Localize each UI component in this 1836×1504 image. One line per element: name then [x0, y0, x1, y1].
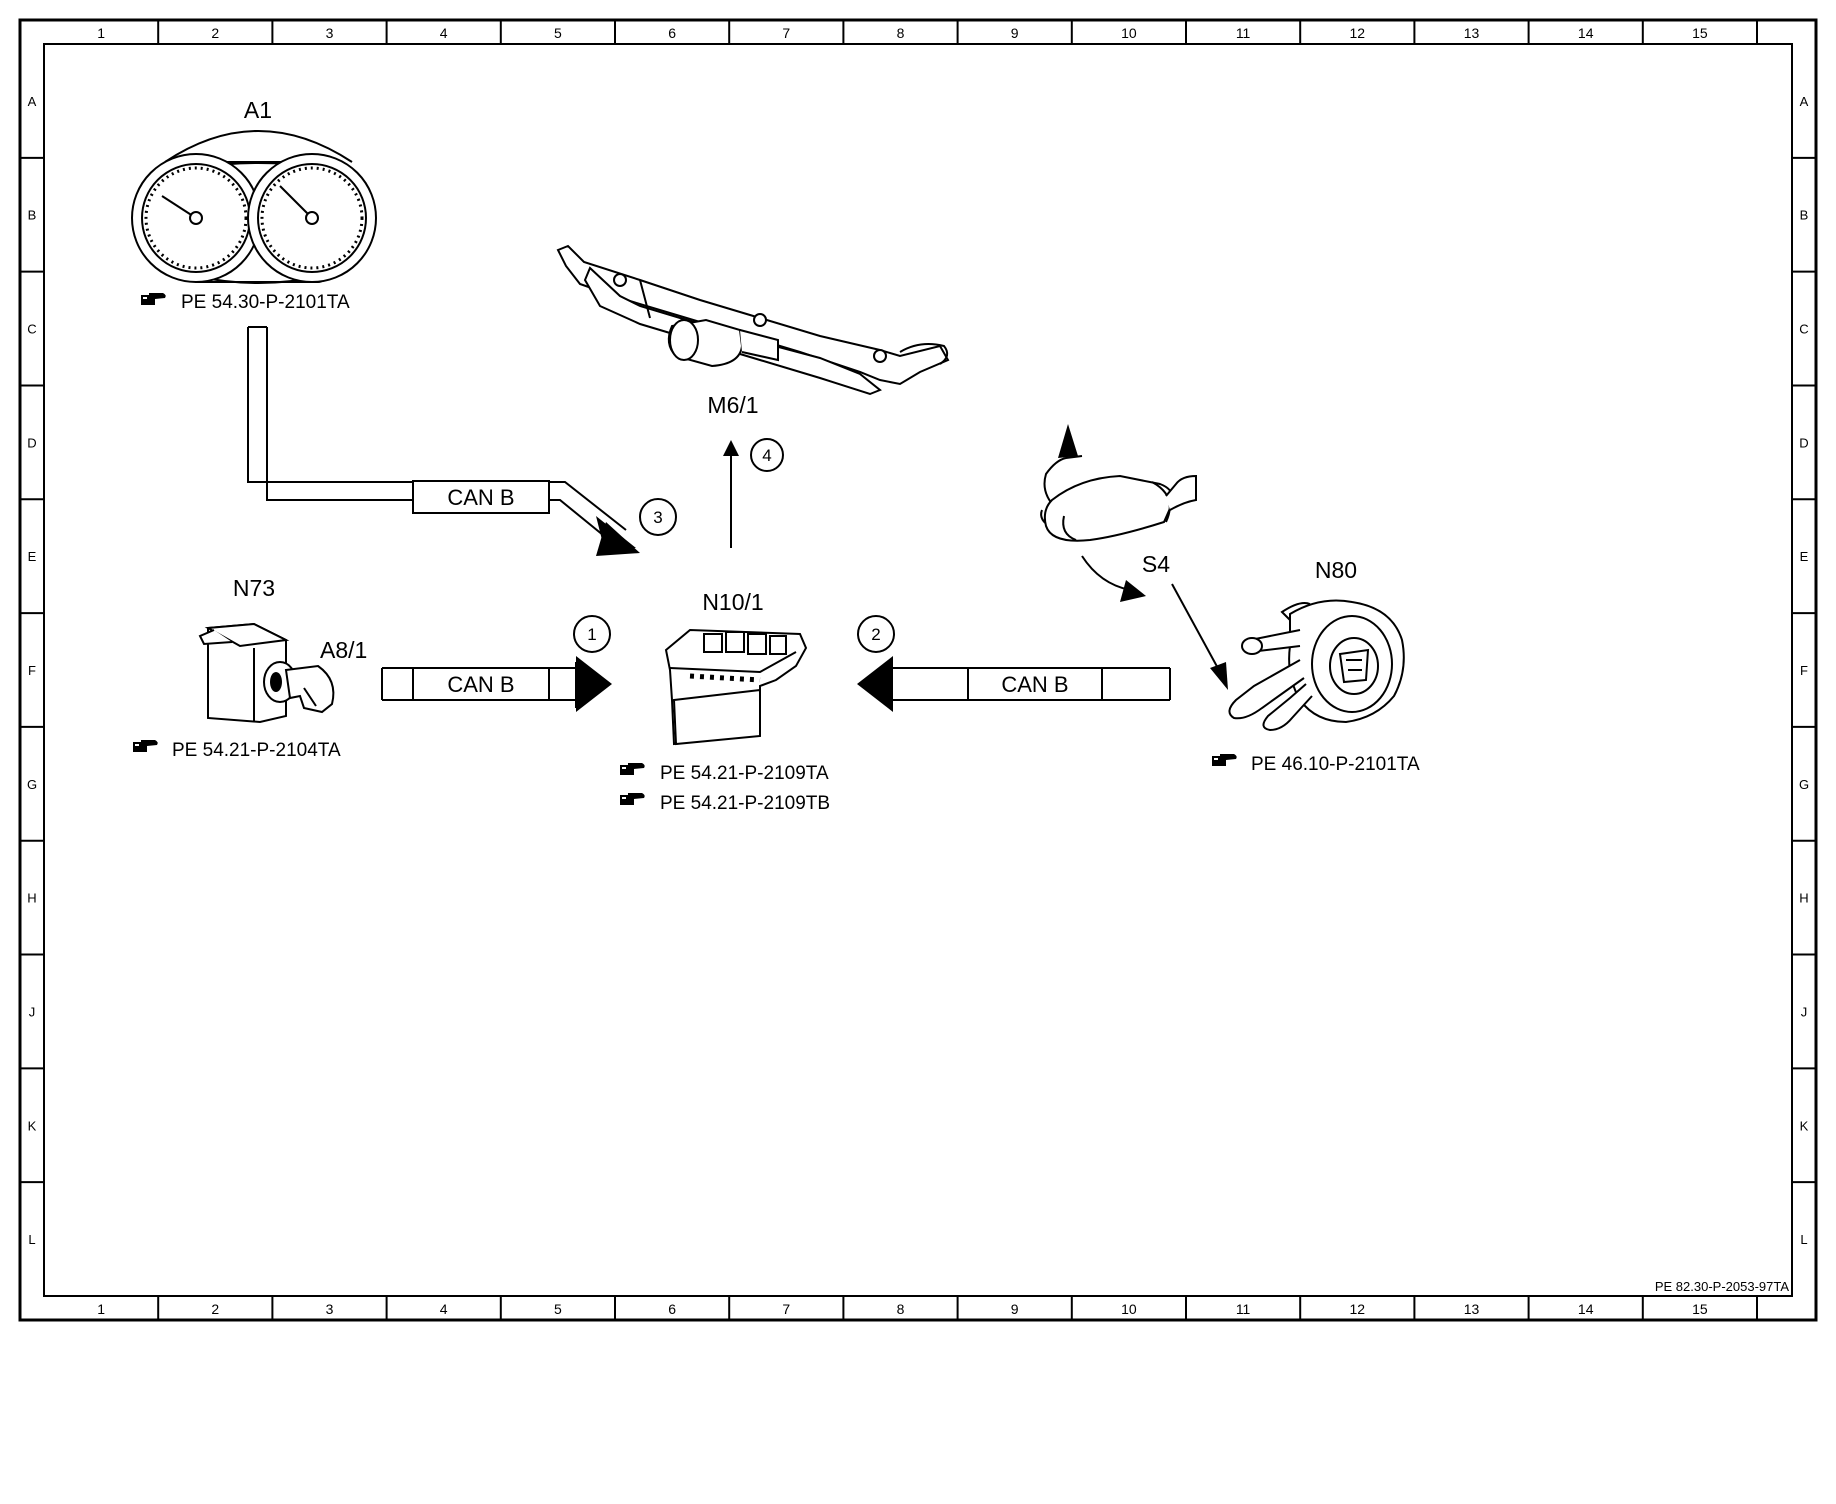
row-grid: A A B B C C D D E E F F G G H H J J K K L L — [20, 94, 1816, 1247]
reference-hand-icon — [141, 293, 166, 305]
steering-column-module-reference: PE 46.10-P-2101TA — [1251, 754, 1420, 775]
grid-row-label: D — [1799, 435, 1808, 450]
ignition-switch-reference: PE 54.21-P-2104TA — [172, 740, 341, 761]
grid-column-label: 3 — [326, 25, 334, 41]
grid-column-label: 14 — [1578, 1301, 1594, 1317]
grid-row-label: K — [28, 1118, 37, 1133]
grid-row-label: B — [1800, 208, 1809, 223]
sam-control-unit-reference-2: PE 54.21-P-2109TB — [660, 793, 830, 814]
grid-column-label: 11 — [1236, 25, 1251, 41]
grid-row-label: L — [28, 1232, 35, 1247]
grid-row-label: C — [27, 322, 36, 337]
step-marker-1 — [573, 615, 611, 653]
grid-column-label: 6 — [668, 25, 676, 41]
instrument-cluster-icon — [131, 130, 377, 284]
steering-column-module-icon — [1228, 599, 1405, 732]
wiper-motor-linkage-icon — [556, 244, 950, 396]
grid-column-label: 3 — [326, 1301, 334, 1317]
grid-column-label: 9 — [1011, 1301, 1019, 1317]
grid-row-label: C — [1799, 322, 1808, 337]
grid-column-label: 1 — [97, 1301, 105, 1317]
reference-hand-icon — [620, 793, 645, 805]
grid-row-label: L — [1800, 1232, 1807, 1247]
grid-row-label: A — [28, 94, 37, 109]
combination-switch-label: S4 — [1142, 551, 1170, 577]
ignition-switch-icon — [198, 622, 335, 724]
grid-column-label: 1 — [97, 25, 105, 41]
grid-row-label: F — [28, 663, 36, 678]
grid-column-label: 4 — [440, 25, 448, 41]
can-bus-right-box — [967, 667, 1103, 701]
grid-column-label: 9 — [1011, 25, 1019, 41]
can-bus-left-label: CAN B — [447, 672, 514, 697]
instrument-cluster-label: A1 — [244, 97, 272, 123]
reference-hand-icon — [620, 763, 645, 775]
step-marker-3 — [639, 498, 677, 536]
grid-column-label: 4 — [440, 1301, 448, 1317]
ignition-switch-label: N73 — [233, 575, 275, 601]
steering-column-module-label: N80 — [1315, 557, 1357, 583]
step-marker-2 — [857, 615, 895, 653]
step-number-4: 4 — [762, 446, 771, 465]
grid-column-label: 5 — [554, 25, 562, 41]
can-bus-top-box — [412, 480, 550, 514]
grid-column-label: 10 — [1121, 1301, 1137, 1317]
can-bus-left-box — [412, 667, 550, 701]
grid-column-label: 5 — [554, 1301, 562, 1317]
reference-hand-icon — [1212, 754, 1237, 766]
grid-column-label: 15 — [1692, 25, 1708, 41]
can-bus-top-label: CAN B — [447, 485, 514, 510]
can-bus-left-line — [381, 656, 612, 712]
grid-row-label: J — [29, 1004, 36, 1019]
grid-column-label: 12 — [1350, 25, 1366, 41]
can-bus-right-line — [857, 656, 1171, 712]
grid-row-label: J — [1801, 1004, 1808, 1019]
key-label: A8/1 — [320, 637, 367, 663]
grid-row-label: A — [1800, 94, 1809, 109]
drawing-frame — [18, 18, 1818, 1322]
grid-row-label: G — [1799, 777, 1809, 792]
can-bus-right-label: CAN B — [1001, 672, 1068, 697]
step-marker-4 — [750, 438, 784, 472]
grid-column-label: 13 — [1464, 1301, 1480, 1317]
grid-column-label: 15 — [1692, 1301, 1708, 1317]
grid-column-label: 10 — [1121, 25, 1137, 41]
grid-column-label: 6 — [668, 1301, 676, 1317]
grid-row-label: D — [27, 435, 36, 450]
grid-column-label: 8 — [897, 25, 905, 41]
column-grid: 1122334455667788991010111112121313141415… — [97, 20, 1758, 1320]
grid-row-label: E — [1800, 549, 1809, 564]
grid-row-label: F — [1800, 663, 1808, 678]
grid-row-label: K — [1800, 1118, 1809, 1133]
grid-column-label: 2 — [211, 1301, 219, 1317]
grid-column-label: 2 — [211, 25, 219, 41]
step-number-1: 1 — [587, 625, 596, 644]
instrument-cluster-reference: PE 54.30-P-2101TA — [181, 292, 350, 313]
grid-row-label: E — [28, 549, 37, 564]
grid-row-label: H — [1799, 891, 1808, 906]
sam-control-unit-label: N10/1 — [702, 589, 763, 615]
grid-column-label: 14 — [1578, 25, 1594, 41]
drawing-reference-number: PE 82.30-P-2053-97TA — [1655, 1279, 1789, 1294]
grid-column-label: 11 — [1236, 1301, 1251, 1317]
grid-row-label: G — [27, 777, 37, 792]
combination-switch-lever-icon — [1040, 424, 1228, 690]
grid-column-label: 7 — [782, 1301, 790, 1317]
grid-row-label: B — [28, 208, 37, 223]
motor-output-arrow — [723, 440, 739, 548]
grid-column-label: 8 — [897, 1301, 905, 1317]
step-number-3: 3 — [653, 508, 662, 527]
wiper-motor-label: M6/1 — [707, 392, 758, 418]
step-number-2: 2 — [871, 625, 880, 644]
sam-control-unit-icon — [664, 628, 808, 746]
sam-control-unit-reference-1: PE 54.21-P-2109TA — [660, 763, 829, 784]
can-bus-top-line — [247, 326, 640, 556]
grid-column-label: 7 — [782, 25, 790, 41]
grid-row-label: H — [27, 891, 36, 906]
grid-column-label: 13 — [1464, 25, 1480, 41]
reference-hand-icon — [133, 740, 158, 752]
grid-column-label: 12 — [1350, 1301, 1366, 1317]
